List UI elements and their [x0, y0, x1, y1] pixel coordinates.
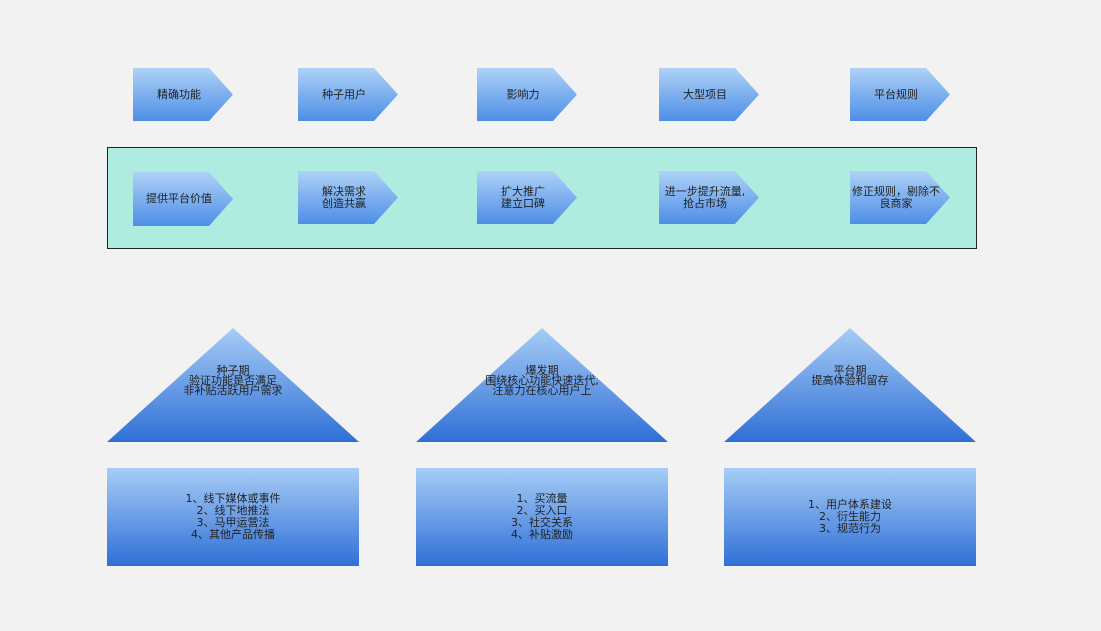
- band-arrow-2-label: 解决需求 创造共赢: [322, 184, 366, 210]
- top-arrow-1: 精确功能: [133, 68, 233, 121]
- top-arrow-1-label: 精确功能: [157, 87, 201, 101]
- stage-3-items: 1、用户体系建设 2、衍生能力 3、规范行为: [808, 498, 892, 535]
- band-arrow-1: 提供平台价值: [133, 172, 233, 226]
- stage-1-items: 1、线下媒体或事件 2、线下地推法 3、马甲运营法 4、其他产品传播: [185, 492, 281, 541]
- band-arrow-5-label: 修正规则，剔除不 良商家: [852, 184, 940, 210]
- top-arrow-2: 种子用户: [298, 68, 398, 121]
- stage-2-triangle: 爆发期 围绕核心功能快速迭代, 注意力在核心用户上: [416, 328, 668, 442]
- top-arrow-3: 影响力: [477, 68, 577, 121]
- band-arrow-4-label: 进一步提升流量, 抢占市场: [664, 184, 746, 210]
- band-arrow-3-label: 扩大推广 建立口碑: [501, 184, 545, 210]
- stage-1-heading: 种子期 验证功能是否满足 非补贴活跃用户需求: [183, 364, 283, 397]
- stage-3-box: 1、用户体系建设 2、衍生能力 3、规范行为: [724, 468, 976, 566]
- top-arrow-4: 大型项目: [659, 68, 759, 121]
- stage-2-items: 1、买流量 2、买入口 3、社交关系 4、补贴激励: [511, 492, 573, 541]
- stage-1-triangle: 种子期 验证功能是否满足 非补贴活跃用户需求: [107, 328, 359, 442]
- top-arrow-2-label: 种子用户: [322, 87, 366, 101]
- stage-3-heading: 平台期 提高体验和留存: [811, 364, 889, 387]
- top-arrow-5: 平台规则: [850, 68, 950, 121]
- band-arrow-1-label: 提供平台价值: [146, 192, 212, 205]
- top-arrow-3-label: 影响力: [506, 87, 540, 101]
- band-arrow-4: 进一步提升流量, 抢占市场: [659, 171, 759, 224]
- top-arrow-5-label: 平台规则: [874, 87, 918, 101]
- stage-2-heading: 爆发期 围绕核心功能快速迭代, 注意力在核心用户上: [485, 364, 599, 397]
- stage-1-box: 1、线下媒体或事件 2、线下地推法 3、马甲运营法 4、其他产品传播: [107, 468, 359, 566]
- stage-3-triangle: 平台期 提高体验和留存: [724, 328, 976, 442]
- top-arrow-4-label: 大型项目: [683, 87, 727, 101]
- band-arrow-5: 修正规则，剔除不 良商家: [850, 171, 950, 224]
- stage-2-box: 1、买流量 2、买入口 3、社交关系 4、补贴激励: [416, 468, 668, 566]
- band-arrow-2: 解决需求 创造共赢: [298, 171, 398, 224]
- band-arrow-3: 扩大推广 建立口碑: [477, 171, 577, 224]
